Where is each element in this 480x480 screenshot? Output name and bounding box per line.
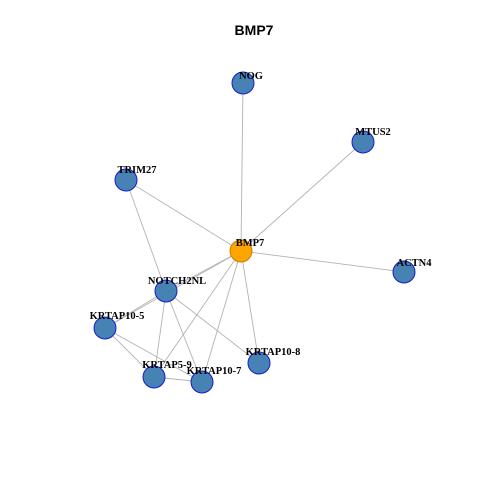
edge-bmp7-krtap10-7 bbox=[201, 250, 242, 383]
node-bmp7: BMP7 bbox=[229, 238, 265, 263]
node-label-trim27: TRIM27 bbox=[117, 165, 156, 176]
node-notch2nl: NOTCH2NL bbox=[148, 276, 206, 303]
node-krtap10-8: KRTAP10-8 bbox=[246, 347, 301, 375]
edge-bmp7-krtap10-8 bbox=[240, 250, 260, 364]
node-label-krtap10-7: KRTAP10-7 bbox=[187, 366, 242, 377]
node-krtap5-9: KRTAP5-9 bbox=[142, 360, 192, 389]
node-mtus2: MTUS2 bbox=[351, 127, 391, 154]
edge-trim27-notch2nl bbox=[125, 179, 167, 292]
node-circle-krtap10-7 bbox=[190, 370, 214, 394]
node-trim27: TRIM27 bbox=[114, 165, 157, 192]
node-label-krtap10-8: KRTAP10-8 bbox=[246, 347, 301, 358]
node-label-notch2nl: NOTCH2NL bbox=[148, 276, 206, 287]
node-circle-nog bbox=[231, 71, 255, 95]
node-circle-mtus2 bbox=[351, 130, 375, 154]
node-circle-krtap10-5 bbox=[93, 316, 117, 340]
graph-title: BMP7 bbox=[235, 22, 274, 38]
edge-krtap10-5-krtap5-9 bbox=[104, 327, 155, 378]
node-label-krtap5-9: KRTAP5-9 bbox=[142, 360, 192, 371]
edge-notch2nl-krtap10-5 bbox=[104, 290, 167, 329]
node-actn4: ACTN4 bbox=[392, 258, 432, 284]
edge-bmp7-actn4 bbox=[240, 250, 405, 273]
node-circle-actn4 bbox=[392, 260, 416, 284]
node-circle-krtap5-9 bbox=[142, 365, 166, 389]
node-label-bmp7: BMP7 bbox=[236, 238, 265, 249]
node-circle-notch2nl bbox=[154, 279, 178, 303]
edge-bmp7-trim27 bbox=[125, 179, 242, 252]
node-krtap10-5: KRTAP10-5 bbox=[90, 311, 145, 340]
edge-notch2nl-krtap5-9 bbox=[153, 290, 167, 378]
node-circle-krtap10-8 bbox=[247, 351, 271, 375]
edge-bmp7-krtap5-9 bbox=[153, 250, 242, 378]
edge-notch2nl-krtap10-7 bbox=[165, 290, 203, 383]
node-krtap10-7: KRTAP10-7 bbox=[187, 366, 242, 394]
edge-krtap10-5-krtap10-7 bbox=[104, 327, 203, 383]
node-label-mtus2: MTUS2 bbox=[355, 127, 391, 138]
node-label-nog: NOG bbox=[239, 71, 263, 82]
edge-bmp7-nog bbox=[240, 82, 244, 252]
node-nog: NOG bbox=[231, 71, 263, 95]
node-label-krtap10-5: KRTAP10-5 bbox=[90, 311, 145, 322]
node-circle-trim27 bbox=[114, 168, 138, 192]
edge-bmp7-mtus2 bbox=[240, 141, 364, 252]
node-circle-bmp7 bbox=[229, 239, 253, 263]
node-label-actn4: ACTN4 bbox=[396, 258, 432, 269]
edge-notch2nl-krtap10-8 bbox=[165, 290, 260, 364]
